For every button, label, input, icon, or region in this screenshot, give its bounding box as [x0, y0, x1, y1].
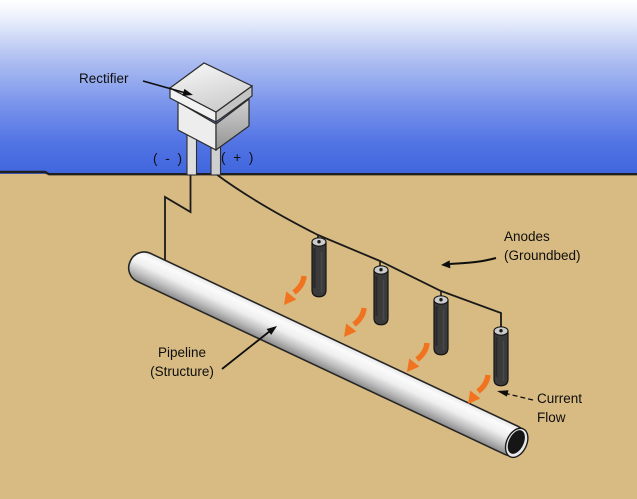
rectifier-body-right-face	[215, 97, 250, 152]
rectifier-pointer-arrow	[142, 80, 193, 96]
pipeline-pointer-arrow	[221, 326, 277, 370]
anode	[493, 325, 509, 387]
rectifier-box	[168, 62, 254, 176]
pipeline-label: Pipeline (Structure)	[136, 343, 228, 381]
horizon-line	[0, 170, 637, 176]
anodes-label-line1: Anodes	[504, 229, 550, 244]
anode	[433, 294, 449, 356]
anodes-pointer-arrow	[441, 257, 497, 269]
anodes-label: Anodes (Groundbed)	[504, 227, 581, 265]
pipe-open-end	[507, 430, 525, 454]
pipeline-pipe	[127, 251, 529, 459]
anode	[311, 236, 327, 298]
current-flow-label-line2: Flow	[537, 410, 566, 425]
anodes-label-line2: (Groundbed)	[504, 248, 581, 263]
current-flow-label-line1: Current	[537, 391, 583, 406]
negative-terminal-label: ( - )	[153, 151, 184, 166]
current-flow-label: Current Flow	[537, 389, 582, 427]
positive-terminal-label: ( + )	[221, 150, 256, 165]
pipeline-label-line1: Pipeline	[157, 345, 207, 360]
rectifier-lid-top	[168, 62, 254, 113]
pipeline-label-line2: (Structure)	[150, 364, 214, 379]
anode	[373, 264, 389, 326]
rectifier-label: Rectifier	[79, 71, 129, 86]
current-flow-pointer-arrow	[497, 390, 534, 401]
sky	[0, 0, 637, 174]
